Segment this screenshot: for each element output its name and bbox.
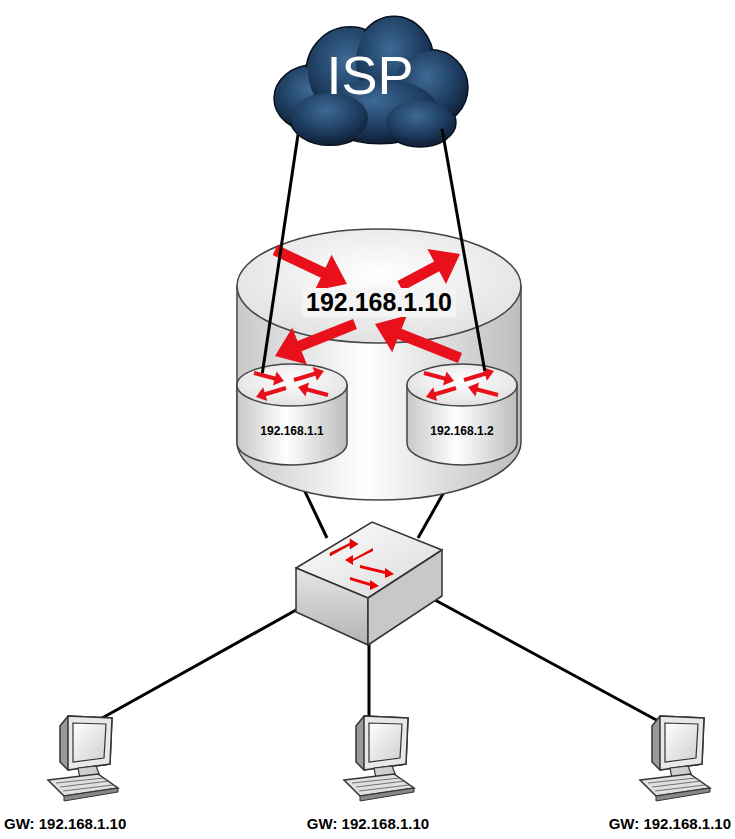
router-cylinder: 192.168.1.1	[235, 363, 349, 465]
node-label: 192.168.1.2	[405, 425, 519, 439]
node-label: 192.168.1.10	[302, 288, 456, 317]
pc-icon	[48, 716, 118, 801]
node-label: 192.168.1.1	[235, 425, 349, 439]
pc-icon	[640, 716, 710, 801]
switch-icon	[296, 522, 442, 645]
router-cylinder: 192.168.1.2	[405, 363, 519, 465]
gateway-label: GW: 192.168.1.10	[307, 815, 429, 832]
node-label: ISP	[270, 44, 470, 106]
router-shape	[235, 363, 349, 465]
router-shape	[405, 363, 519, 465]
gateway-label: GW: 192.168.1.10	[4, 815, 126, 832]
isp-cloud: ISP	[270, 4, 470, 156]
gateway-label: GW: 192.168.1.10	[609, 815, 731, 832]
pc-icon	[344, 716, 414, 801]
virtual-router: 192.168.1.10 192.168.1.1 192.168.1.2	[235, 228, 523, 500]
